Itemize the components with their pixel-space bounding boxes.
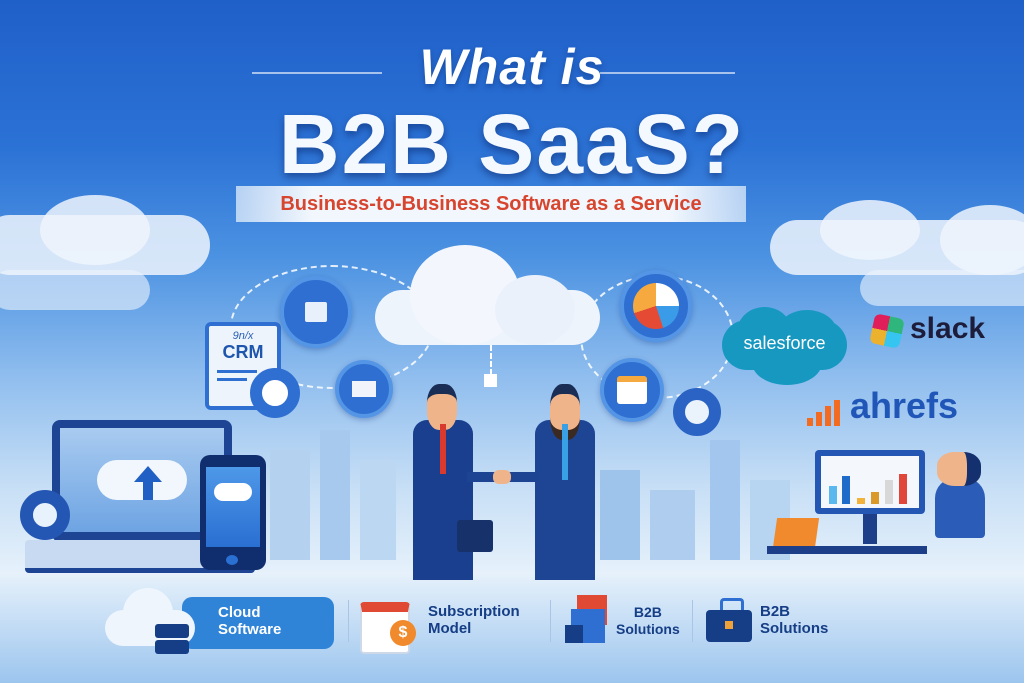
background-cloud bbox=[860, 270, 1024, 306]
feature-subscription-model: Subscription Model bbox=[428, 603, 520, 637]
cloud-connector-line bbox=[490, 345, 492, 375]
monitor bbox=[815, 450, 925, 514]
divider bbox=[348, 600, 349, 642]
pie-chart-icon bbox=[620, 270, 692, 342]
cloud-upload-icon bbox=[214, 483, 252, 501]
background-cloud bbox=[820, 200, 920, 260]
divider bbox=[692, 600, 693, 642]
slack-wordmark: slack bbox=[910, 312, 986, 345]
woman-at-computer bbox=[765, 448, 1020, 588]
title-rule-right bbox=[600, 72, 735, 74]
cloud-icon bbox=[375, 245, 600, 345]
subtitle-banner: Business-to-Business Software as a Servi… bbox=[236, 186, 746, 222]
gear-icon bbox=[20, 490, 70, 540]
feature-b2b-solutions-1: B2B Solutions bbox=[616, 604, 680, 638]
ahrefs-bars-icon bbox=[807, 398, 843, 426]
phone bbox=[200, 455, 266, 570]
title-rule-left bbox=[252, 72, 382, 74]
cloud-server-icon bbox=[105, 588, 200, 658]
crm-scribble: 9n/x bbox=[232, 330, 254, 342]
gear-icon bbox=[250, 368, 300, 418]
background-cloud bbox=[40, 195, 150, 265]
documents-icon bbox=[280, 276, 352, 348]
office-building-icon bbox=[565, 595, 615, 645]
background-cloud bbox=[0, 270, 150, 310]
feature-line1: B2B bbox=[633, 604, 662, 620]
feature-line2: Model bbox=[428, 620, 472, 637]
briefcase-icon bbox=[706, 598, 756, 644]
crm-label: CRM bbox=[222, 342, 264, 362]
feature-b2b-solutions-2: B2B Solutions bbox=[760, 603, 828, 637]
divider bbox=[550, 600, 551, 642]
orange-laptop bbox=[772, 518, 820, 548]
desk bbox=[767, 546, 927, 554]
calendar-dollar-icon: $ bbox=[360, 600, 418, 654]
background-cloud bbox=[940, 205, 1024, 275]
briefcase bbox=[457, 520, 493, 552]
ahrefs-wordmark: ahrefs bbox=[850, 385, 959, 426]
feature-line1: B2B bbox=[760, 603, 791, 620]
salesforce-wordmark: salesforce bbox=[743, 333, 826, 353]
feature-line2: Solutions bbox=[760, 620, 829, 637]
slack-logo-mark bbox=[869, 313, 905, 349]
feature-cloud-software: Cloud Software bbox=[218, 604, 281, 638]
bar-chart-icon bbox=[829, 466, 913, 504]
businessmen-handshake bbox=[405, 380, 600, 580]
feature-line2: Software bbox=[218, 621, 282, 638]
feature-cloud-pill bbox=[182, 597, 334, 649]
calendar-chat-icon bbox=[600, 358, 664, 422]
feature-line1: Subscription bbox=[428, 603, 520, 620]
cloud-node bbox=[484, 374, 497, 387]
page-title: B2B SaaS? bbox=[278, 97, 746, 191]
email-icon bbox=[335, 360, 393, 418]
gear-icon bbox=[673, 388, 721, 436]
feature-line1: Cloud bbox=[218, 604, 261, 621]
feature-line2: Solutions bbox=[616, 621, 680, 637]
salesforce-logo: salesforce bbox=[722, 305, 847, 385]
title-what-is: What is bbox=[419, 39, 605, 95]
